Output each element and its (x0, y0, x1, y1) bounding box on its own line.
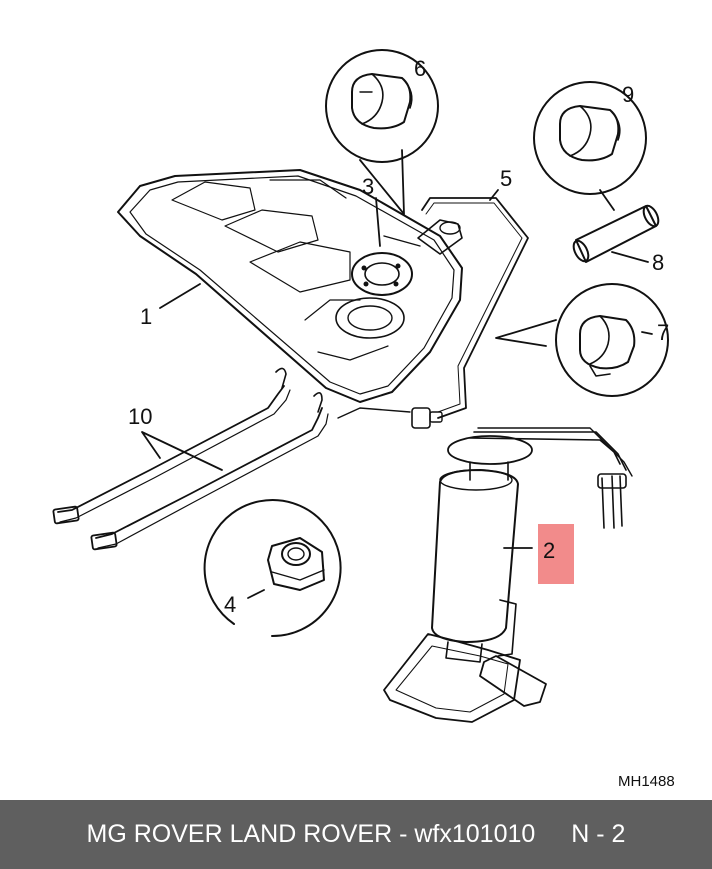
detail-clip-9 (533, 81, 647, 195)
footer-bar: MG ROVER LAND ROVER - wfx101010 N - 2 (0, 800, 712, 869)
footer-catalog-number: N - 2 (571, 820, 626, 848)
fuel-tank (117, 169, 463, 403)
detail-nut (203, 499, 342, 638)
fuel-system-diagram: 1 2 3 4 5 6 7 8 9 10 MH1488 (52, 49, 675, 790)
callout-3: 3 (362, 174, 374, 199)
callout-8: 8 (652, 250, 664, 275)
callout-5: 5 (500, 166, 512, 191)
detail-clip-6 (325, 49, 439, 163)
drawing-code: MH1488 (618, 773, 675, 790)
hose (572, 204, 660, 263)
callout-1: 1 (140, 304, 152, 329)
callout-7: 7 (657, 320, 669, 345)
locking-ring (351, 252, 413, 296)
footer-title: MG ROVER LAND ROVER - wfx101010 (86, 820, 536, 848)
leader-lines (141, 149, 653, 599)
tank-straps (52, 367, 329, 551)
callout-2-highlight (538, 524, 574, 584)
fuel-pump-sender (383, 427, 633, 723)
callout-4: 4 (224, 592, 236, 617)
callout-2: 2 (543, 538, 555, 563)
callout-10: 10 (128, 404, 152, 429)
fuel-pipe (337, 197, 529, 429)
callout-9: 9 (622, 82, 634, 107)
detail-clip-7 (555, 283, 669, 397)
callout-6: 6 (414, 56, 426, 81)
